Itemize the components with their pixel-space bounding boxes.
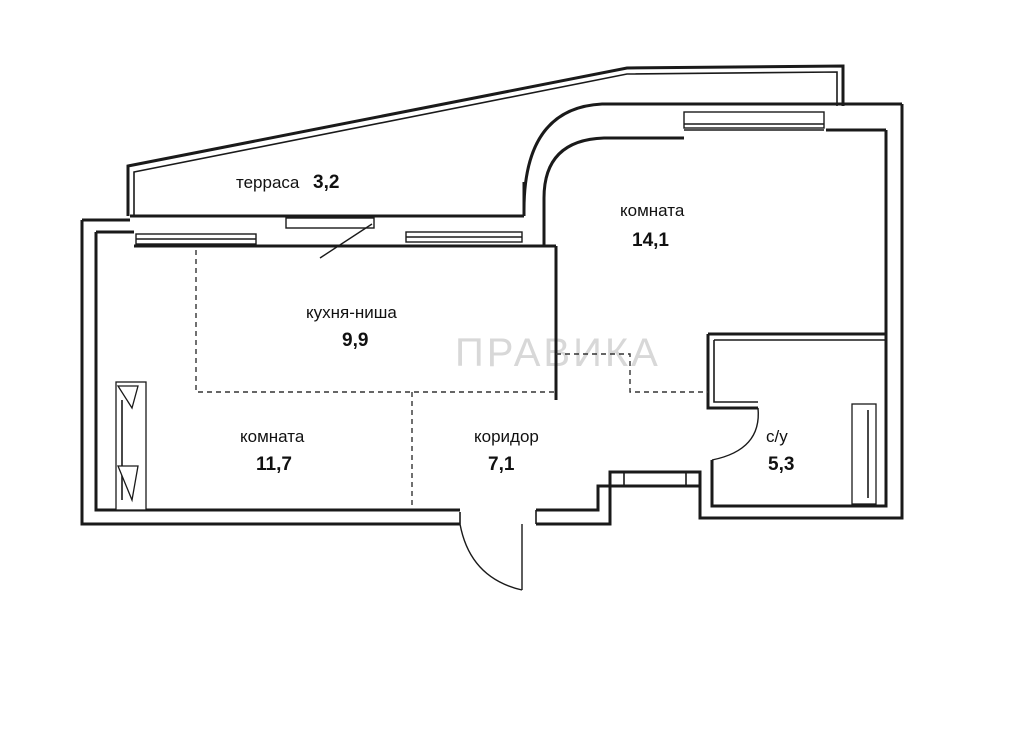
room-right-label: комната xyxy=(620,201,685,220)
wardrobe-left xyxy=(115,381,147,511)
room-kitchen: кухня-ниша 9,9 xyxy=(306,303,397,351)
room-bathroom: с/у 5,3 xyxy=(766,427,794,475)
terrace-label: терраса xyxy=(236,173,300,192)
room-left: комната 11,7 xyxy=(240,427,305,475)
entrance-door xyxy=(459,510,537,591)
kitchen-area: 9,9 xyxy=(342,330,368,351)
bathroom-label: с/у xyxy=(766,427,788,446)
room-right-area: 14,1 xyxy=(632,230,669,251)
bath-fixture xyxy=(851,403,877,505)
windows xyxy=(135,111,825,245)
room-terrace: терраса 3,2 xyxy=(236,172,339,193)
bathroom-area: 5,3 xyxy=(768,454,794,475)
watermark-text: ПРАВИКА xyxy=(455,331,661,375)
outer-walls xyxy=(80,102,904,526)
terrace-outline xyxy=(126,64,845,216)
room-right: комната 14,1 xyxy=(620,201,685,251)
room-corridor: коридор 7,1 xyxy=(474,427,539,475)
kitchen-label: кухня-ниша xyxy=(306,303,397,322)
room-left-label: комната xyxy=(240,427,305,446)
corridor-label: коридор xyxy=(474,427,539,446)
kitchen-zone xyxy=(195,250,708,508)
room-left-area: 11,7 xyxy=(256,454,292,475)
bathroom-walls xyxy=(706,332,886,461)
balcony-door xyxy=(319,223,373,259)
corridor-area: 7,1 xyxy=(488,454,515,475)
terrace-area: 3,2 xyxy=(313,172,339,193)
